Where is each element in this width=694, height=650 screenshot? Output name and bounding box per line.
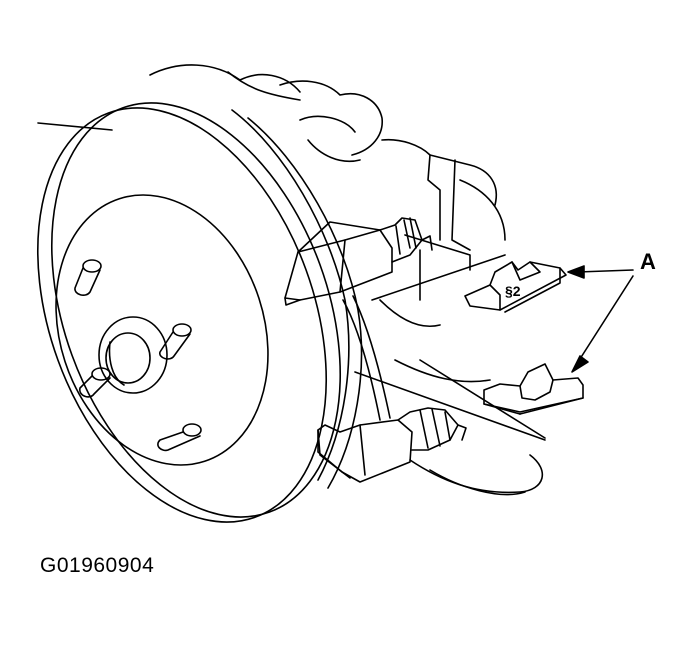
- suspension-outline: [150, 65, 542, 495]
- lug-stud: [158, 424, 201, 450]
- figure-id: G01960904: [40, 554, 155, 577]
- lower-retaining-clip: [484, 364, 583, 414]
- callout-label-a: A: [640, 249, 656, 274]
- hub: [22, 167, 301, 493]
- upper-brake-pad: [285, 218, 432, 305]
- caliper-bracket: [343, 255, 545, 440]
- lug-stud: [80, 368, 110, 397]
- brake-rotor: [0, 63, 394, 562]
- lug-stud: [75, 260, 101, 295]
- callout-leader: [568, 266, 633, 372]
- lower-brake-pad: [318, 408, 466, 482]
- upper-retaining-clip: [465, 262, 566, 312]
- lug-stud: [160, 324, 191, 359]
- edge-line: [38, 123, 112, 130]
- clip-marking: §2: [505, 283, 521, 299]
